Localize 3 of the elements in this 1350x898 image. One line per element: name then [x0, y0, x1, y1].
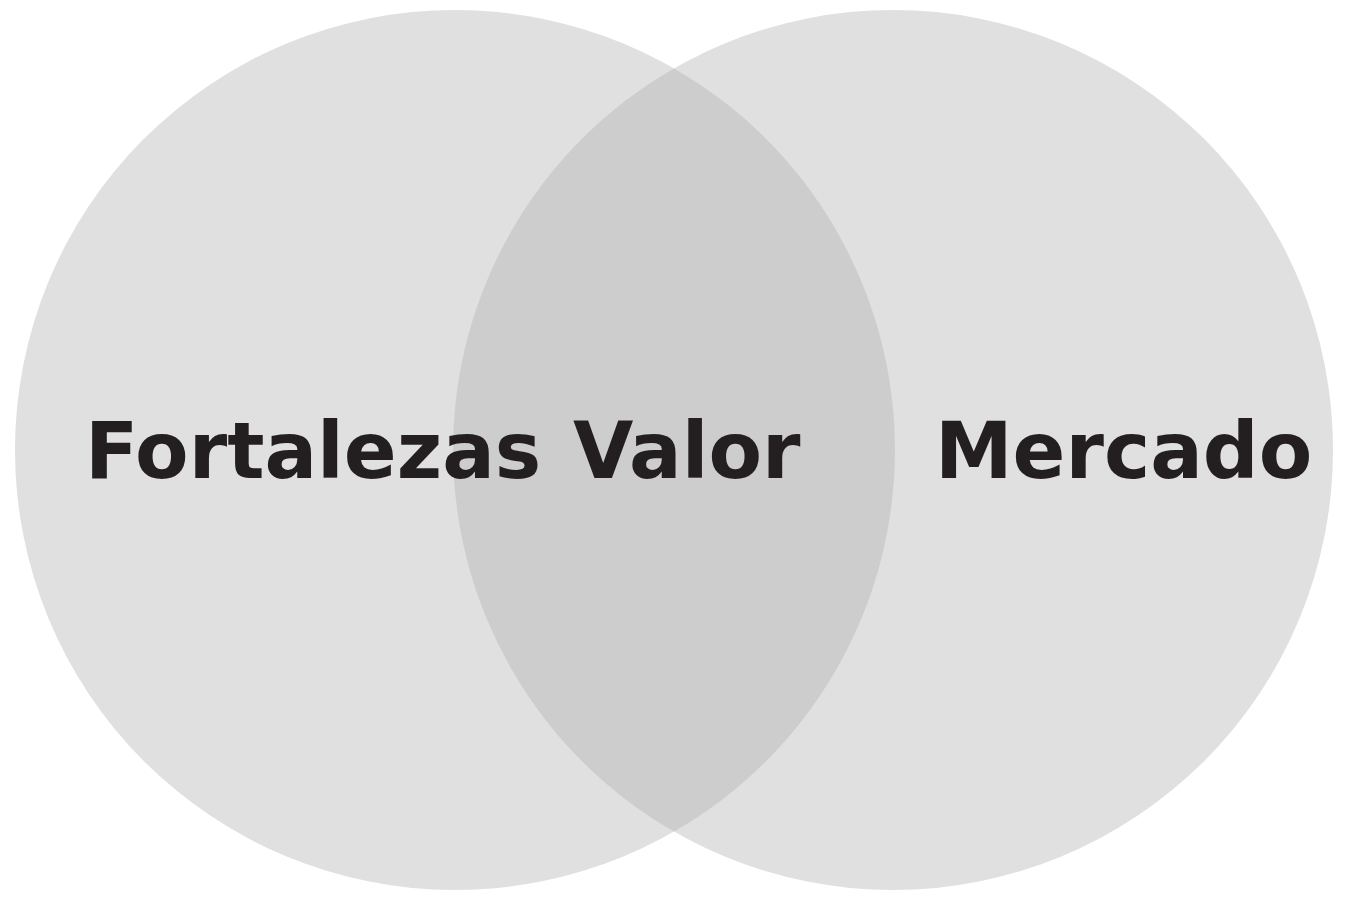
- circle-label: Mercado: [935, 412, 1313, 490]
- circle-label: Fortalezas: [85, 412, 542, 490]
- overlap-label: Valor: [573, 412, 801, 490]
